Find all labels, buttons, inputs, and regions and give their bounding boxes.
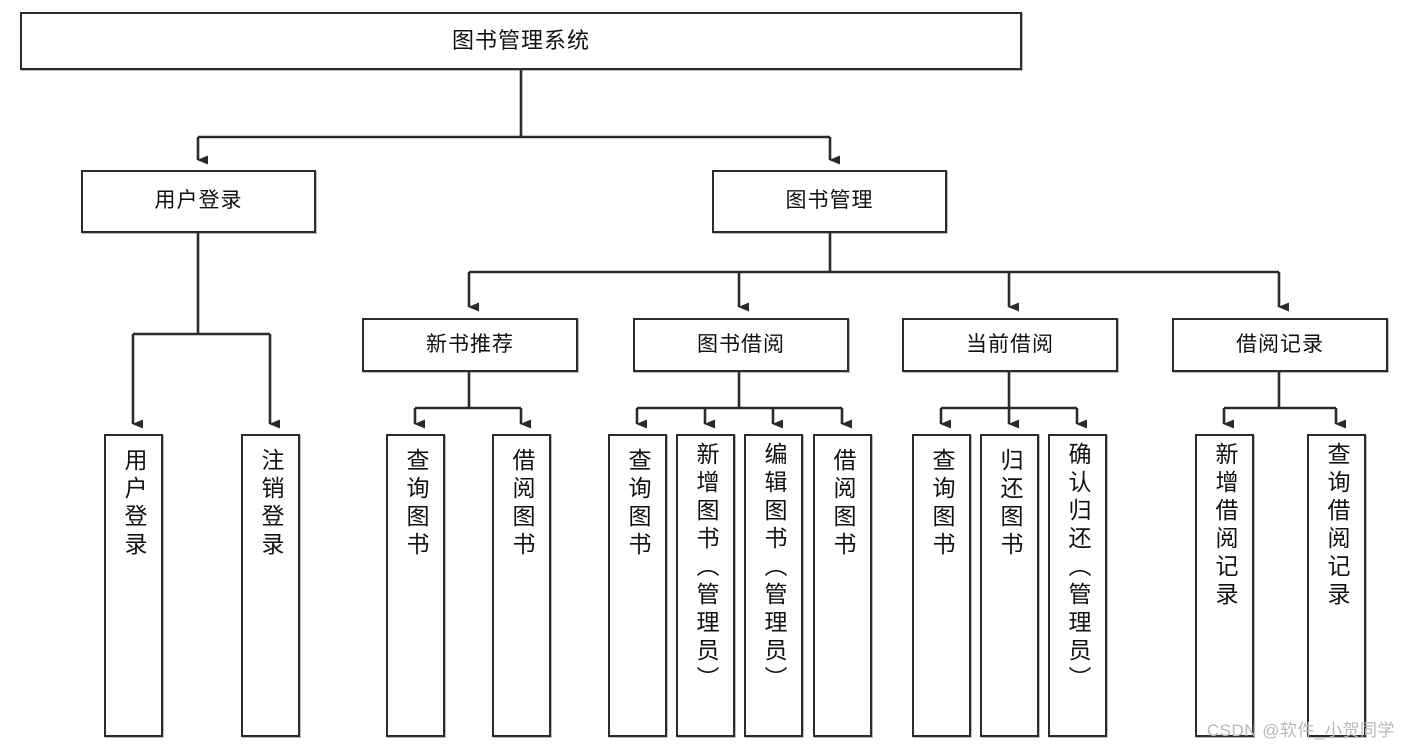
leaf-query-book-borrow[interactable]: 查询图书 <box>608 434 667 737</box>
node-borrowing-record[interactable]: 借阅记录 <box>1172 318 1388 372</box>
node-label: 用户登录 <box>121 448 147 560</box>
node-label: 新增图书（管理员） <box>693 442 719 694</box>
watermark: CSDN @软件_小贺同学 <box>1206 721 1395 740</box>
node-book-management[interactable]: 图书管理 <box>712 170 947 233</box>
node-label: 查询图书 <box>929 448 955 560</box>
node-book-borrowing[interactable]: 图书借阅 <box>633 318 849 372</box>
node-label: 图书管理 <box>785 189 874 213</box>
leaf-borrow-book-new[interactable]: 借阅图书 <box>492 434 551 737</box>
node-label: 借阅图书 <box>830 448 856 560</box>
node-label: 新书推荐 <box>426 332 514 356</box>
node-label: 注销登录 <box>258 448 284 560</box>
leaf-borrow-book[interactable]: 借阅图书 <box>813 434 872 737</box>
node-label: 编辑图书（管理员） <box>761 442 787 694</box>
node-label: 新增借阅记录 <box>1212 442 1238 610</box>
node-label: 用户登录 <box>154 189 243 213</box>
node-label: 图书管理系统 <box>451 28 590 54</box>
node-label: 查询借阅记录 <box>1324 442 1350 610</box>
leaf-confirm-return-admin[interactable]: 确认归还（管理员） <box>1048 434 1107 737</box>
node-label: 查询图书 <box>625 448 651 560</box>
node-label: 图书借阅 <box>697 332 785 356</box>
node-user-login[interactable]: 用户登录 <box>81 170 316 233</box>
node-label: 借阅图书 <box>509 448 535 560</box>
leaf-edit-book-admin[interactable]: 编辑图书（管理员） <box>744 434 803 737</box>
leaf-logout[interactable]: 注销登录 <box>241 434 300 737</box>
node-label: 确认归还（管理员） <box>1065 442 1091 694</box>
leaf-add-borrow-record[interactable]: 新增借阅记录 <box>1195 434 1254 737</box>
node-label: 查询图书 <box>403 448 429 560</box>
leaf-user-login[interactable]: 用户登录 <box>104 434 163 737</box>
leaf-query-book-current[interactable]: 查询图书 <box>912 434 971 737</box>
node-current-borrowing[interactable]: 当前借阅 <box>902 318 1118 372</box>
leaf-query-borrow-record[interactable]: 查询借阅记录 <box>1307 434 1366 737</box>
node-root-library-management-system[interactable]: 图书管理系统 <box>20 12 1022 70</box>
node-label: 借阅记录 <box>1236 332 1324 356</box>
node-label: 归还图书 <box>997 448 1023 560</box>
leaf-add-book-admin[interactable]: 新增图书（管理员） <box>676 434 735 737</box>
node-new-book-recommendation[interactable]: 新书推荐 <box>362 318 578 372</box>
leaf-return-book[interactable]: 归还图书 <box>980 434 1039 737</box>
node-label: 当前借阅 <box>966 332 1054 356</box>
leaf-query-book-new[interactable]: 查询图书 <box>386 434 445 737</box>
